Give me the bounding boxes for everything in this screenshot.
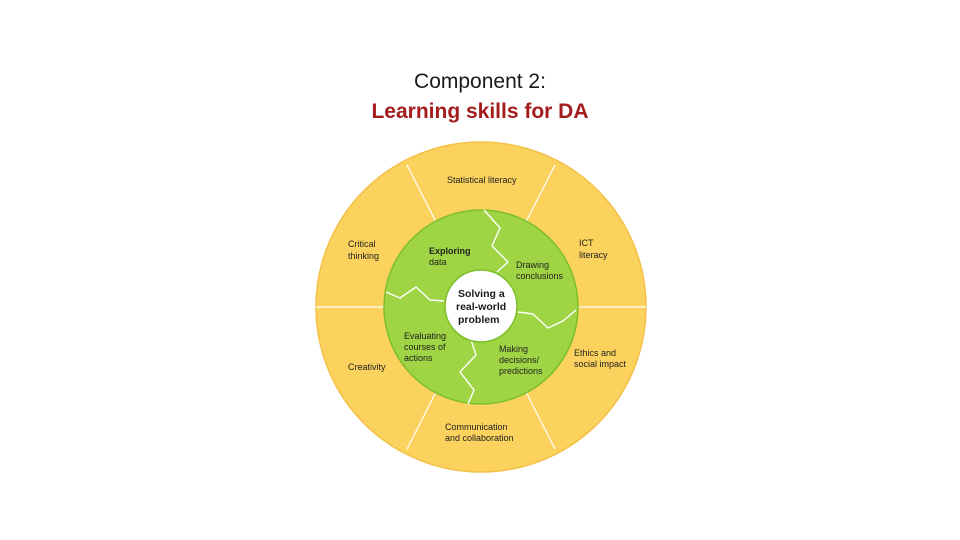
inner-label-exploring-data: Exploring data bbox=[429, 246, 473, 267]
title-line-2: Learning skills for DA bbox=[371, 100, 589, 123]
outer-label-ict-literacy: ICT literacy bbox=[579, 238, 608, 260]
outer-label-critical-thinking: Critical thinking bbox=[348, 239, 379, 261]
zigzag-divider bbox=[517, 309, 577, 329]
inner-label-making-decisions: Making decisions/ predictions bbox=[499, 344, 543, 376]
zigzag-divider bbox=[385, 286, 445, 302]
inner-label-drawing-conclusions: Drawing conclusions bbox=[516, 260, 564, 281]
center-label: Solving a real-world problem bbox=[456, 288, 509, 326]
title-line-1: Component 2: bbox=[414, 70, 546, 93]
outer-label-ethics-social-impact: Ethics and social impact bbox=[574, 348, 627, 369]
inner-ring-dividers bbox=[385, 209, 577, 405]
divider-line bbox=[406, 391, 437, 450]
zigzag-divider bbox=[459, 336, 477, 405]
outer-label-communication-collaboration: Communication and collaboration bbox=[445, 422, 514, 443]
outer-ring-dividers bbox=[316, 164, 646, 450]
inner-label-evaluating-courses: Evaluating courses of actions bbox=[404, 331, 449, 363]
divider-line bbox=[525, 164, 556, 223]
zigzag-divider bbox=[483, 209, 509, 273]
center-circle bbox=[444, 269, 518, 343]
outer-label-statistical-literacy: Statistical literacy bbox=[447, 175, 517, 185]
outer-label-creativity: Creativity bbox=[348, 362, 386, 372]
divider-line bbox=[525, 391, 556, 450]
divider-line bbox=[406, 164, 437, 223]
